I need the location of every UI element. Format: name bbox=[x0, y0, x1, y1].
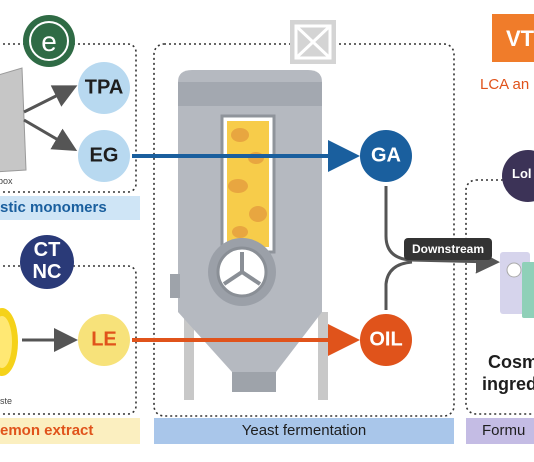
ctnc-logo-top: CT bbox=[33, 239, 61, 261]
bioreactor-logo-icon bbox=[290, 20, 336, 64]
formulation-band bbox=[466, 418, 534, 444]
ga-label: GA bbox=[371, 144, 401, 167]
lemon-extract-band bbox=[0, 418, 140, 444]
svg-text:e: e bbox=[41, 26, 57, 57]
downstream-tag bbox=[404, 238, 492, 260]
tpa-label: TPA bbox=[84, 76, 124, 99]
plastic-monomers-title: stic monomers bbox=[0, 199, 107, 216]
ga-circle bbox=[360, 130, 412, 182]
yeast-fermentation-band bbox=[154, 418, 454, 444]
downstream-label: Downstream bbox=[411, 242, 485, 256]
plastic-box-icon bbox=[0, 67, 27, 173]
cosmetic-products-icon bbox=[500, 252, 534, 318]
plastic-monomers-band bbox=[0, 196, 140, 220]
formulation-title: Formu bbox=[482, 422, 526, 439]
tpa-circle bbox=[78, 62, 130, 114]
oil-circle bbox=[360, 314, 412, 366]
ctnc-logo-bottom: NC bbox=[32, 261, 62, 283]
vt-logo-icon bbox=[492, 14, 534, 62]
partner-logo-label: Lol bbox=[512, 166, 532, 181]
lca-label: LCA an bbox=[480, 76, 530, 93]
fermentation-tank-icon bbox=[170, 70, 328, 400]
vt-logo-label: VT bbox=[506, 26, 534, 51]
oil-label: OIL bbox=[369, 328, 403, 351]
eg-label: EG bbox=[89, 144, 119, 167]
lemon-extract-title: emon extract bbox=[0, 422, 94, 439]
cosmetic-label-line2: ingred bbox=[482, 374, 534, 394]
box-caption: box bbox=[0, 176, 13, 186]
waste-caption: ste bbox=[0, 396, 13, 406]
partner-logo-icon bbox=[502, 150, 534, 202]
eg-circle bbox=[78, 130, 130, 182]
le-circle bbox=[78, 314, 130, 366]
cosmetic-label-line1: Cosm bbox=[488, 352, 534, 372]
yeast-fermentation-title: Yeast fermentation bbox=[241, 422, 367, 439]
le-label: LE bbox=[91, 328, 117, 351]
ctnc-logo-icon bbox=[20, 235, 74, 289]
